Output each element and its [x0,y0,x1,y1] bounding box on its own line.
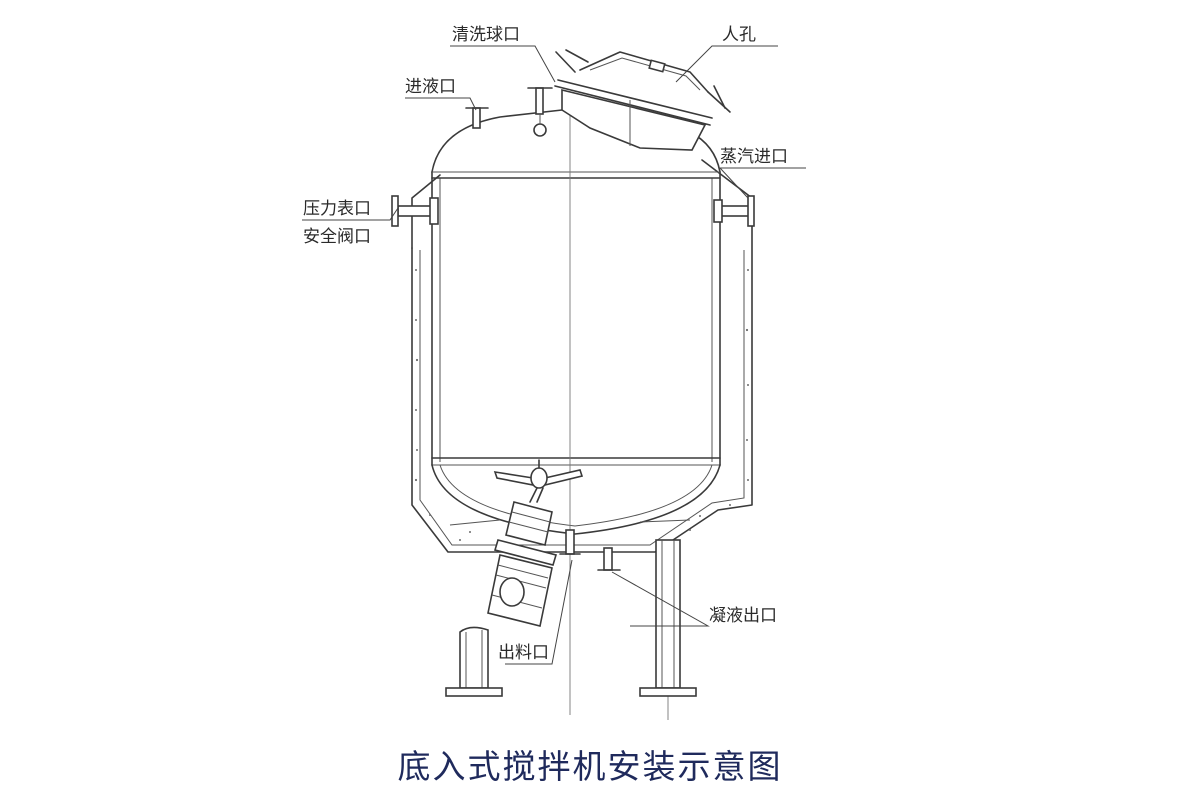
insulation-speckles [414,269,749,541]
label-discharge: 出料口 [498,643,549,663]
liquid-inlet-nozzle [465,107,489,129]
leader-lines [302,45,806,665]
label-liquid-inlet: 进液口 [405,77,456,97]
label-cleaning-ball: 清洗球口 [452,25,520,45]
discharge-nozzle [559,529,581,555]
support-legs [445,539,697,697]
steam-inlet-nozzle [713,195,755,227]
manhole-assembly [554,49,731,151]
pressure-gauge-port [391,195,439,227]
bottom-agitator [487,459,584,627]
cleaning-ball-nozzle [527,87,553,137]
label-manhole: 人孔 [722,25,756,45]
label-pressure-gauge: 压力表口 [303,199,371,219]
diagram-title: 底入式搅拌机安装示意图 [398,747,783,786]
label-condensate-outlet: 凝液出口 [709,606,777,626]
label-steam-inlet: 蒸汽进口 [720,147,788,167]
condensate-outlet-nozzle [597,547,621,571]
label-safety-valve: 安全阀口 [303,227,371,247]
